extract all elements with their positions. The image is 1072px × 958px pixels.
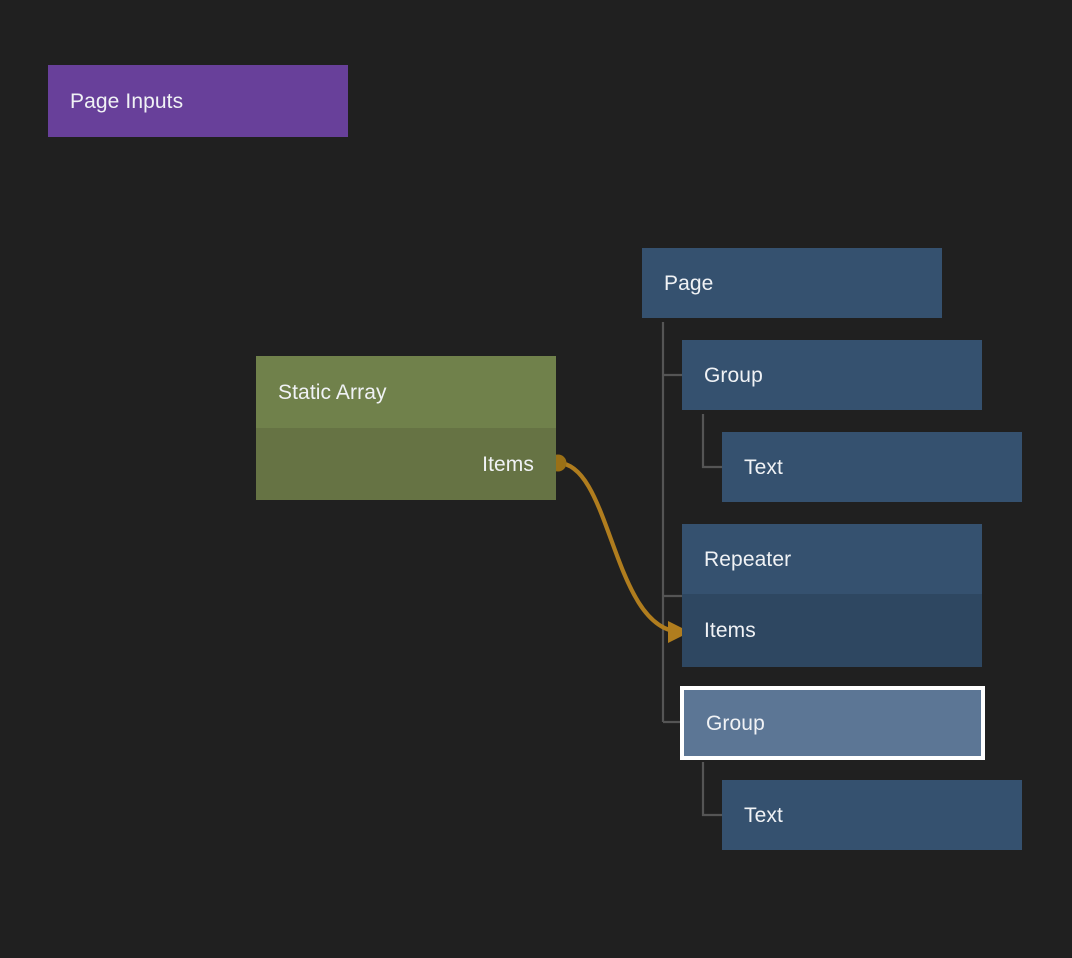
node-repeater-input-port-label: Items [704, 619, 756, 642]
node-static-array[interactable]: Static Array Items [256, 356, 556, 500]
node-text-2[interactable]: Text [722, 780, 1022, 850]
node-static-array-output-row[interactable]: Items [256, 428, 556, 500]
node-page[interactable]: Page [642, 248, 942, 318]
node-repeater-title: Repeater [704, 547, 792, 571]
node-text-1[interactable]: Text [722, 432, 1022, 502]
node-group-2-selected[interactable]: Group [680, 686, 985, 760]
node-text-2-title: Text [744, 803, 783, 827]
node-repeater-input-row[interactable]: Items [682, 594, 982, 667]
node-group-2-header[interactable]: Group [684, 690, 981, 756]
node-group-1-header[interactable]: Group [682, 340, 982, 410]
node-page-inputs-header[interactable]: Page Inputs [48, 65, 348, 137]
node-group-1[interactable]: Group [682, 340, 982, 410]
node-text-2-header[interactable]: Text [722, 780, 1022, 850]
tree-connector-group-2 [701, 762, 722, 817]
node-page-header[interactable]: Page [642, 248, 942, 318]
node-static-array-title: Static Array [278, 380, 387, 404]
node-repeater-header[interactable]: Repeater [682, 524, 982, 594]
data-wire-items [549, 454, 690, 643]
node-static-array-output-port-label: Items [482, 452, 534, 476]
node-text-1-header[interactable]: Text [722, 432, 1022, 502]
node-page-inputs[interactable]: Page Inputs [48, 65, 348, 137]
node-group-1-title: Group [704, 363, 763, 387]
node-page-inputs-title: Page Inputs [70, 89, 184, 113]
tree-connector-group-1 [701, 414, 722, 469]
node-page-title: Page [664, 271, 714, 295]
node-text-1-title: Text [744, 455, 783, 479]
node-repeater[interactable]: Repeater Items [682, 524, 982, 667]
node-group-2-title: Group [706, 711, 765, 735]
tree-connector-page [661, 322, 682, 724]
node-static-array-header[interactable]: Static Array [256, 356, 556, 428]
